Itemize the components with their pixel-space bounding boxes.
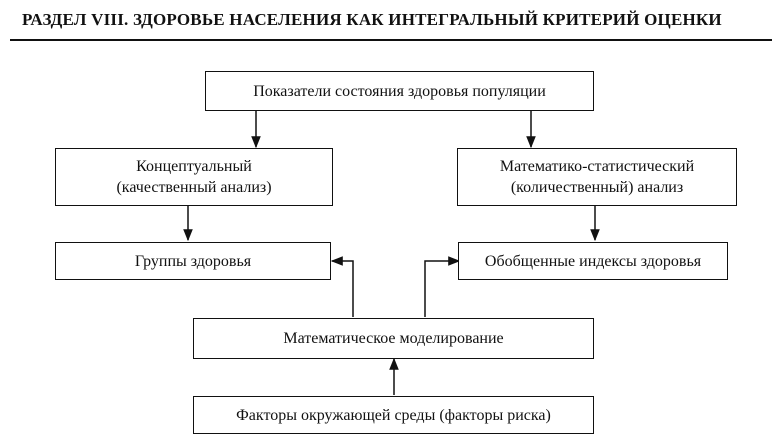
arrow-modeling-to-indices bbox=[424, 256, 461, 317]
conceptual-analysis-title: Концептуальный bbox=[136, 158, 252, 175]
population-health-indicators-label: Показатели состояния здоровья популяции bbox=[253, 82, 546, 100]
math-stat-analysis-title: Математико-статистический bbox=[499, 158, 695, 175]
arrow-modeling-to-groups bbox=[330, 256, 354, 317]
conceptual-analysis-subtitle: (качественный анализ) bbox=[116, 179, 272, 196]
health-groups-label: Группы здоровья bbox=[134, 252, 252, 270]
section-header: РАЗДЕЛ VIII. ЗДОРОВЬЕ НАСЕЛЕНИЯ КАК ИНТЕ… bbox=[22, 10, 722, 29]
conceptual-analysis-box: Концептуальный (качественный анализ) bbox=[55, 148, 333, 206]
math-stat-analysis-box: Математико-статистический (количественны… bbox=[457, 148, 737, 206]
math-modeling-box: Математическое моделирование bbox=[193, 318, 594, 359]
population-health-indicators-box: Показатели состояния здоровья популяции bbox=[205, 71, 594, 111]
environmental-factors-label: Факторы окружающей среды (факторы риска) bbox=[236, 406, 551, 424]
generalized-health-indices-label: Обобщенные индексы здоровья bbox=[484, 252, 702, 270]
environmental-factors-box: Факторы окружающей среды (факторы риска) bbox=[193, 396, 594, 434]
health-groups-box: Группы здоровья bbox=[55, 242, 331, 280]
header-rule bbox=[10, 39, 772, 41]
math-modeling-label: Математическое моделирование bbox=[283, 330, 504, 347]
math-stat-analysis-subtitle: (количественный) анализ bbox=[510, 179, 684, 196]
generalized-health-indices-box: Обобщенные индексы здоровья bbox=[458, 242, 728, 280]
